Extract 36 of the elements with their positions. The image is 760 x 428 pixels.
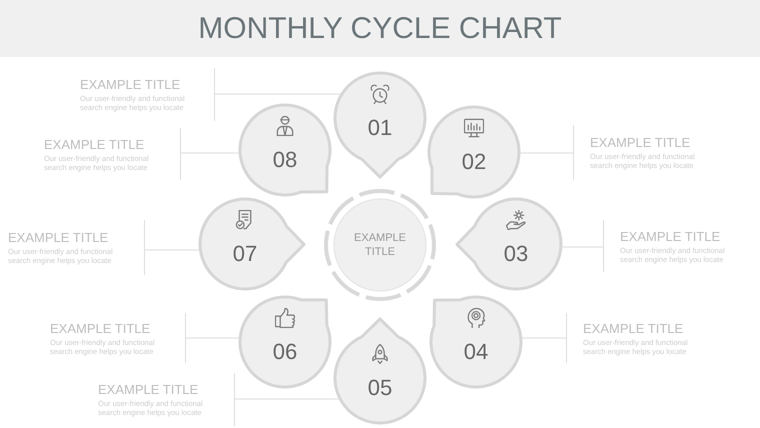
step-number: 08 — [272, 147, 298, 173]
step-number: 03 — [502, 241, 530, 267]
speech-bubble — [428, 294, 524, 390]
leader-line — [234, 398, 339, 400]
leader-line — [180, 152, 240, 154]
speech-bubble — [197, 196, 307, 292]
step-number: 02 — [460, 149, 488, 175]
center-title: EXAMPLE TITLE — [353, 231, 407, 259]
callout-block — [98, 373, 235, 426]
center-circle — [323, 188, 437, 302]
speech-bubble — [426, 104, 522, 200]
callout-title: EXAMPLE TITLE — [80, 77, 180, 92]
speech-bubble — [237, 102, 333, 198]
callout-block — [50, 313, 186, 363]
callout-block — [8, 220, 145, 275]
callout-title: EXAMPLE TITLE — [44, 136, 144, 152]
callout-title: EXAMPLE TITLE — [98, 382, 198, 397]
callout-title: EXAMPLE TITLE — [620, 228, 720, 244]
speech-bubble — [454, 196, 564, 292]
speech-bubble — [237, 294, 333, 390]
callout-title: EXAMPLE TITLE — [583, 320, 684, 336]
leader-line — [520, 152, 574, 154]
speech-bubble — [332, 316, 428, 426]
step-number: 01 — [366, 115, 394, 141]
step-number: 04 — [462, 339, 490, 365]
callout-title: EXAMPLE TITLE — [590, 135, 690, 150]
speech-bubble — [332, 70, 428, 180]
callout-block — [44, 128, 181, 180]
callout-title: EXAMPLE TITLE — [8, 230, 108, 245]
step-number: 06 — [272, 339, 298, 365]
step-number: 05 — [366, 375, 394, 401]
leader-line — [562, 246, 604, 248]
page-title: MONTHLY CYCLE CHART — [0, 0, 760, 57]
callout-block — [80, 68, 215, 121]
callout-title: EXAMPLE TITLE — [50, 320, 150, 336]
step-number: 07 — [232, 241, 258, 267]
